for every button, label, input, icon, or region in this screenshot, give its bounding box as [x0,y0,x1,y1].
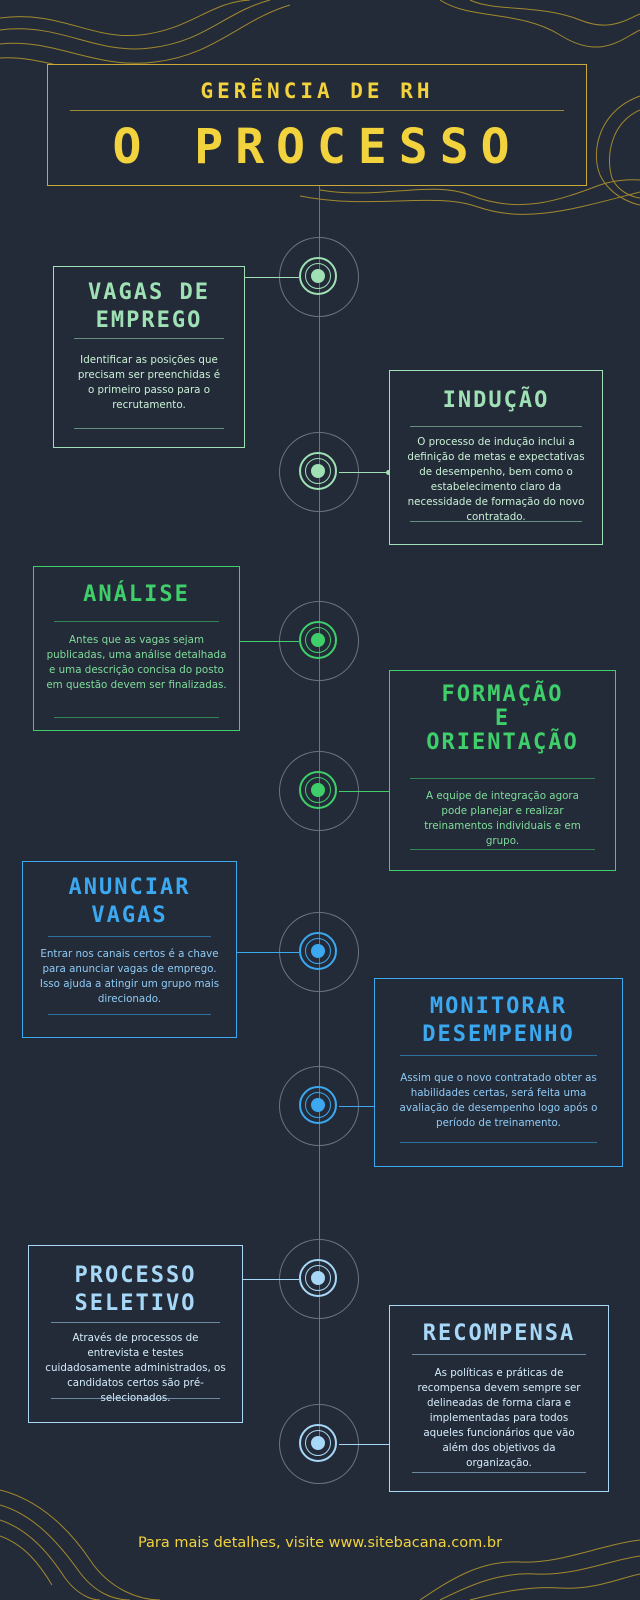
timeline-node-1 [279,237,359,317]
step-divider [48,936,211,937]
header-title: O PROCESSO [112,119,522,175]
step-card-anunciar: ANUNCIAR VAGAS Entrar nos canais certos … [22,861,237,1038]
connector-2 [339,470,391,475]
header-box: GERÊNCIA DE RH O PROCESSO [47,64,587,186]
step-divider-bottom [74,428,224,429]
step-text: Entrar nos canais certos é a chave para … [39,948,220,1005]
timeline-node-3 [279,601,359,681]
step-divider-bottom [412,1472,586,1473]
step-divider-bottom [410,521,582,522]
step-card-analise: ANÁLISE Antes que as vagas sejam publica… [33,566,240,731]
step-text: O processo de indução inclui a definição… [407,436,585,523]
step-text: As políticas e práticas de recompensa de… [417,1367,581,1469]
header-subtitle: GERÊNCIA DE RH [200,79,434,103]
step-card-recompensa: RECOMPENSA As políticas e práticas de re… [389,1305,609,1492]
step-card-seletivo: PROCESSO SELETIVO Através de processos d… [28,1245,243,1423]
step-divider-bottom [54,717,219,718]
step-card-inducao: INDUÇÃO O processo de indução inclui a d… [389,370,603,545]
step-divider [410,778,595,779]
step-text: Identificar as posições que precisam ser… [77,354,221,411]
step-divider-bottom [410,849,595,850]
step-divider [54,621,219,622]
step-title: INDUÇÃO [442,388,550,413]
step-title: FORMAÇÃO E ORIENTAÇÃO [426,682,579,755]
step-divider [410,426,582,427]
step-divider [400,1055,597,1056]
step-text: A equipe de integração agora pode planej… [424,790,581,847]
step-divider [74,338,224,339]
step-divider-bottom [400,1142,597,1143]
step-title: MONITORAR DESEMPENHO [422,994,575,1047]
step-divider-bottom [51,1398,220,1399]
step-title: ANÁLISE [83,582,190,607]
step-divider [412,1354,586,1355]
step-divider [51,1322,220,1323]
step-card-vagas: VAGAS DE EMPREGO Identificar as posições… [53,266,245,448]
step-title: RECOMPENSA [422,1321,576,1346]
step-title: VAGAS DE EMPREGO [88,280,210,333]
step-text: Antes que as vagas sejam publicadas, uma… [46,634,227,691]
header-divider [70,110,564,111]
step-text: Assim que o novo contratado obter as hab… [399,1072,598,1129]
step-text: Através de processos de entrevista e tes… [45,1332,226,1404]
step-title: PROCESSO SELETIVO [74,1263,197,1316]
footer-text: Para mais detalhes, visite www.sitebacan… [137,1535,503,1551]
step-card-monitorar: MONITORAR DESEMPENHO Assim que o novo co… [374,978,623,1167]
step-card-formacao: FORMAÇÃO E ORIENTAÇÃO A equipe de integr… [389,670,616,871]
step-divider-bottom [48,1014,211,1015]
step-title: ANUNCIAR VAGAS [68,875,191,928]
